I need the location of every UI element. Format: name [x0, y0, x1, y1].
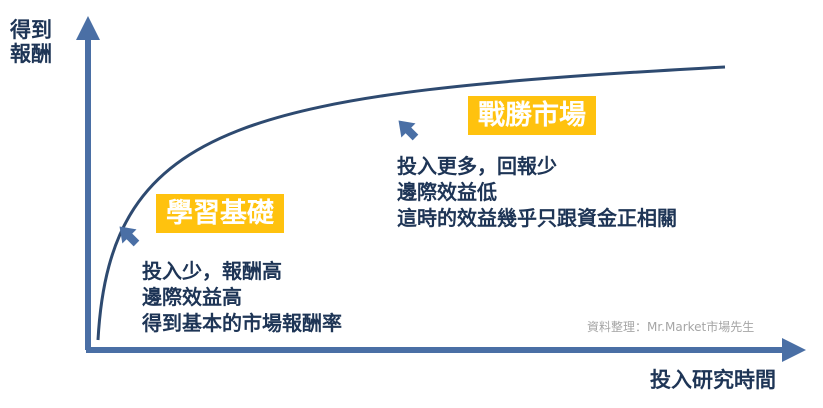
y-axis-label-line-1: 得到 — [10, 18, 52, 42]
arrow-up-icon — [76, 16, 100, 40]
y-axis-label: 得到 報酬 — [10, 18, 52, 66]
diminishing-returns-curve — [96, 65, 726, 341]
phase-badge-learning: 學習基礎 — [156, 194, 284, 234]
note-line: 這時的效益幾乎只跟資金正相關 — [397, 206, 677, 230]
note-line: 邊際效益低 — [397, 180, 497, 204]
note-line: 邊際效益高 — [142, 285, 242, 309]
phase-notes-beat-market: 投入更多，回報少 邊際效益低 這時的效益幾乎只跟資金正相關 — [397, 153, 677, 231]
source-credit: 資料整理：Mr.Market市場先生 — [587, 320, 755, 334]
y-axis-label-line-2: 報酬 — [10, 42, 52, 67]
phase-notes-learning: 投入少，報酬高 邊際效益高 得到基本的市場報酬率 — [142, 258, 342, 336]
phase-badge-beat-market: 戰勝市場 — [468, 96, 596, 136]
note-line: 投入更多，回報少 — [397, 154, 557, 178]
pointer-arrow-icon — [398, 120, 419, 141]
arrow-right-icon — [782, 338, 806, 362]
x-axis-label: 投入研究時間 — [650, 368, 776, 392]
note-line: 得到基本的市場報酬率 — [142, 311, 342, 335]
note-line: 投入少，報酬高 — [142, 259, 282, 283]
